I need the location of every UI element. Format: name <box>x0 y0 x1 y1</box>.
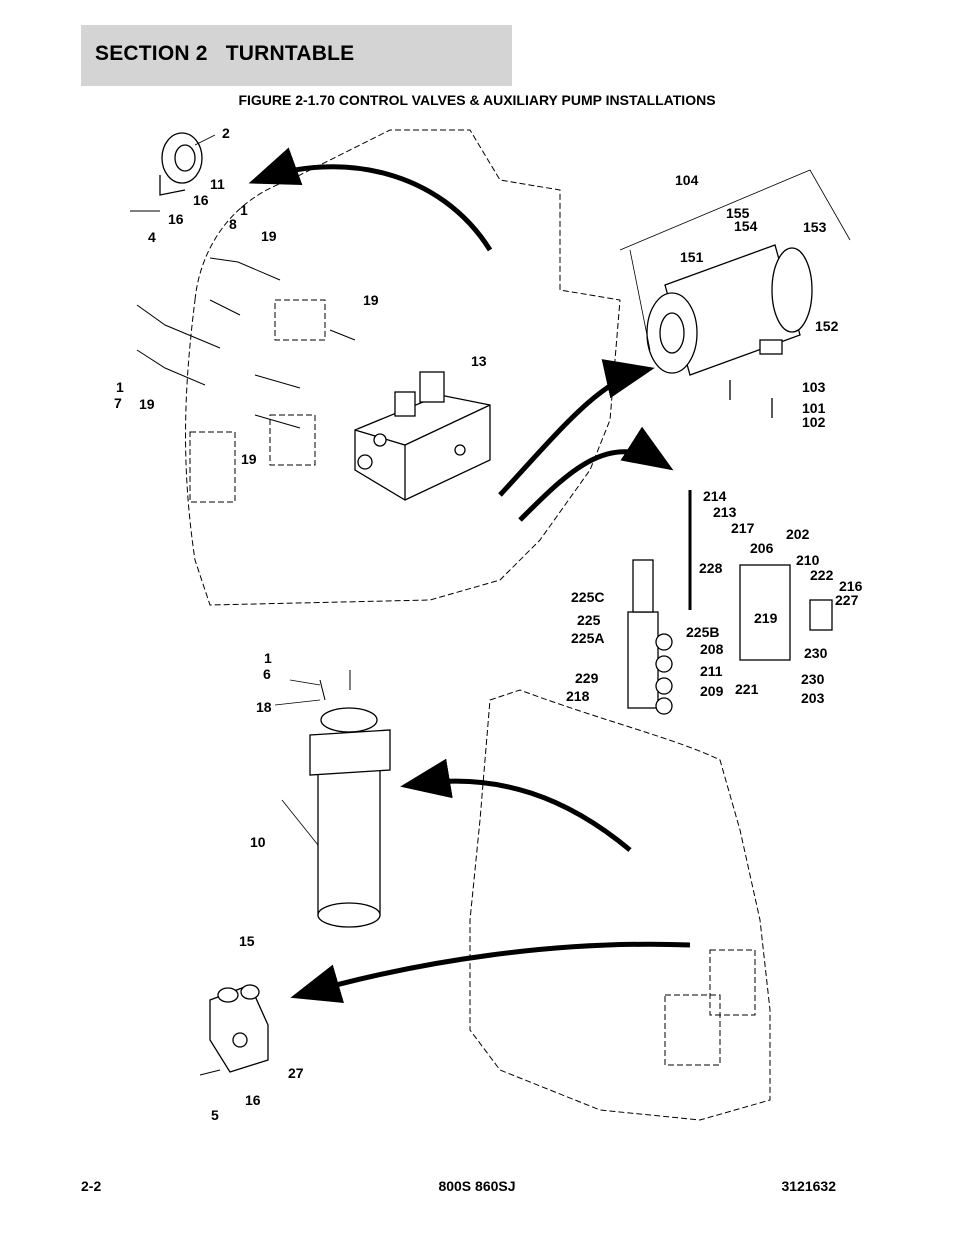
callout-label: 27 <box>288 1065 304 1081</box>
control-valve-manifold <box>354 371 491 501</box>
callout-label: 16 <box>193 192 209 208</box>
callout-label: 219 <box>754 610 778 626</box>
callout-label: 8 <box>229 216 237 232</box>
callouts: 2 11 16 1 8 19 4 16 19 13 1 7 19 19 104 … <box>114 125 863 1123</box>
callout-label: 18 <box>256 699 272 715</box>
leader-lines <box>194 134 851 846</box>
callout-label: 210 <box>796 552 820 568</box>
callout-label: 221 <box>735 681 759 697</box>
callout-label: 206 <box>750 540 774 556</box>
callout-label: 211 <box>700 663 723 679</box>
callout-label: 203 <box>801 690 825 706</box>
callout-label: 19 <box>363 292 379 308</box>
callout-label: 213 <box>713 504 737 520</box>
callout-label: 209 <box>700 683 724 699</box>
small-valve-block <box>209 984 269 1073</box>
callout-label: 152 <box>815 318 839 334</box>
section-title: SECTION 2 TURNTABLE <box>95 42 355 65</box>
figure-number: FIGURE 2-1.70 <box>238 92 335 108</box>
callout-label: 214 <box>703 488 727 504</box>
callout-label: 217 <box>731 520 755 536</box>
hardware-fasteners <box>130 210 356 1076</box>
callout-label: 13 <box>471 353 487 369</box>
callout-label: 229 <box>575 670 599 686</box>
callout-label: 16 <box>168 211 184 227</box>
callout-label: 222 <box>810 567 834 583</box>
callout-label: 227 <box>835 592 859 608</box>
callout-label: 15 <box>239 933 255 949</box>
callout-label: 11 <box>210 176 225 192</box>
hydraulic-filter <box>309 707 391 928</box>
callout-label: 102 <box>802 414 826 430</box>
callout-label: 6 <box>263 666 271 682</box>
callout-label: 10 <box>250 834 266 850</box>
callout-label: 218 <box>566 688 590 704</box>
callout-label: 228 <box>699 560 723 576</box>
callout-label: 19 <box>261 228 277 244</box>
callout-label: 155 <box>726 205 750 221</box>
callout-label: 230 <box>804 645 828 661</box>
flow-arrows <box>248 147 691 1004</box>
callout-label: 225C <box>571 589 604 605</box>
lower-turntable-plate <box>469 689 771 1121</box>
callout-label: 225A <box>571 630 604 646</box>
callout-label: 1 <box>116 379 124 395</box>
callout-label: 225 <box>577 612 601 628</box>
auxiliary-pump-motor <box>646 244 813 418</box>
horn <box>159 132 203 196</box>
callout-label: 230 <box>801 671 825 687</box>
footer-model: 800S 860SJ <box>438 1178 516 1194</box>
callout-label: 151 <box>680 249 704 265</box>
section-header: SECTION 2 TURNTABLE <box>81 25 512 86</box>
callout-label: 103 <box>802 379 826 395</box>
figure-name: CONTROL VALVES & AUXILIARY PUMP INSTALLA… <box>338 92 716 108</box>
callout-label: 154 <box>734 218 758 234</box>
upper-turntable-plate <box>185 129 621 606</box>
footer-doc-number: 3121632 <box>781 1178 836 1194</box>
callout-label: 19 <box>139 396 155 412</box>
callout-label: 2 <box>222 125 230 141</box>
callout-label: 1 <box>240 202 248 218</box>
callout-label: 202 <box>786 526 810 542</box>
figure-title: FIGURE 2-1.70 CONTROL VALVES & AUXILIARY… <box>0 92 954 108</box>
callout-label: 4 <box>148 229 156 245</box>
callout-label: 153 <box>803 219 827 235</box>
callout-label: 5 <box>211 1107 219 1123</box>
footer-page-number: 2-2 <box>81 1178 102 1194</box>
callout-label: 7 <box>114 395 122 411</box>
callout-label: 225B <box>686 624 719 640</box>
callout-label: 101 <box>802 400 826 416</box>
valve-block-assembly <box>627 490 833 715</box>
callout-label: 208 <box>700 641 724 657</box>
callout-label: 216 <box>839 578 863 594</box>
callout-label: 19 <box>241 451 257 467</box>
callout-label: 104 <box>675 172 699 188</box>
callout-label: 1 <box>264 650 272 666</box>
callout-label: 16 <box>245 1092 261 1108</box>
